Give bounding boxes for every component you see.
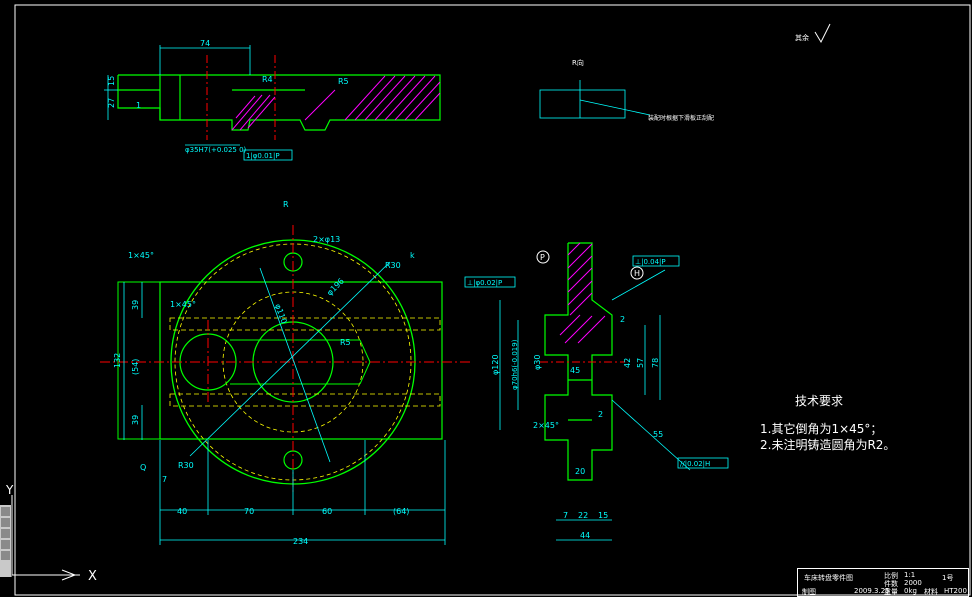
axis-x-label: X [88, 569, 97, 584]
r5-mid: R5 [340, 338, 351, 347]
weight-label: 重量 [884, 588, 898, 596]
dim-7: 7 [162, 475, 167, 484]
r30-top: R30 [385, 261, 401, 270]
dim-64: (64) [393, 507, 409, 516]
dim-57: 57 [636, 358, 645, 368]
r-view-label: R [283, 200, 289, 209]
roughness-symbol-icon [814, 23, 831, 44]
top-centerlines [206, 55, 276, 140]
h-label: H [634, 269, 640, 278]
dim-2x45: 2×45° [533, 421, 559, 430]
axis-y-label: Y [5, 483, 14, 497]
dim-2b: 2 [598, 410, 603, 419]
tol-perp: ⊥|0.04|P [635, 258, 666, 266]
top-section-view [117, 74, 441, 131]
title-block-name: 车床转盘零件图 [804, 574, 853, 582]
h-datum-icon [630, 266, 644, 280]
dim-40: 40 [177, 507, 187, 516]
r30-bottom: R30 [178, 461, 194, 470]
title-block: 车床转盘零件图 比例 1:1 1号 件数 2000 制图 2009.3.25 重… [797, 568, 969, 597]
chamfer-mid: 1×45° [170, 300, 196, 309]
dim-22: 22 [578, 511, 588, 520]
toolbar-button-4[interactable] [1, 540, 10, 549]
material-value: HT200 [944, 587, 967, 595]
drawing-border [14, 4, 971, 596]
dim-20: 20 [575, 467, 585, 476]
r4-label: R4 [262, 75, 273, 84]
right-hatch [559, 242, 606, 344]
dim-15: 15 [107, 76, 116, 86]
main-dim-lines [123, 261, 446, 545]
dim-45: 45 [570, 366, 580, 375]
dim-74: 74 [200, 39, 210, 48]
dim-70h6: φ70h6(-0.019) [511, 339, 519, 390]
chamfer-top: 1×45° [128, 251, 154, 260]
tol-circ: ⊥|φ0.02|P [467, 279, 502, 287]
dim-15b: 15 [598, 511, 608, 520]
note-right: 装配时根据下滑板正刮配 [648, 114, 714, 122]
top-dimensions [104, 45, 651, 161]
roughness-rest: 其余 [795, 33, 809, 42]
dim-27: 27 [107, 98, 116, 108]
k-label: k [410, 251, 415, 260]
material-label: 材料 [924, 588, 938, 596]
dim-1: 1 [136, 101, 141, 110]
count-value: 2000 [904, 579, 922, 587]
tech-req-item2: 2.未注明铸造圆角为R2。 [760, 438, 896, 452]
dim-78: 78 [651, 358, 660, 368]
scale-value: 1:1 [904, 571, 916, 579]
hole-2x13: 2×φ13 [313, 235, 340, 244]
date-value: 2009.3.25 [854, 587, 890, 595]
dim-44: 44 [580, 531, 590, 540]
dim-30: φ30 [533, 355, 542, 370]
dim-234: 234 [293, 537, 308, 546]
toolbar-button-2[interactable] [1, 518, 10, 527]
toolbar-button-3[interactable] [1, 529, 10, 538]
dim-60: 60 [322, 507, 332, 516]
right-section-view [544, 242, 613, 481]
top-hatch [231, 75, 441, 131]
dim-42: 42 [623, 358, 632, 368]
dim-54: (54) [131, 359, 140, 375]
count-label: 件数 [884, 580, 898, 588]
dim-120: φ120 [491, 354, 500, 375]
p-label: P [540, 253, 545, 262]
dim-132: 132 [113, 353, 122, 368]
q-label: Q [140, 463, 146, 472]
tol-par: //|0.02|H [680, 460, 710, 468]
p-datum-icon [536, 250, 550, 264]
dim-70: 70 [244, 507, 254, 516]
dim-55: 55 [653, 430, 663, 439]
dim-7b: 7 [563, 511, 568, 520]
drawn-label: 制图 [802, 588, 816, 596]
tech-req-title: 技术要求 [795, 394, 844, 408]
scale-label: 比例 [884, 572, 898, 580]
r5-top-label: R5 [338, 77, 349, 86]
dim-2a: 2 [620, 315, 625, 324]
toolbar-button-1[interactable] [1, 507, 10, 516]
toolbar-button-5[interactable] [1, 551, 10, 560]
r-dir-label: R向 [572, 58, 584, 67]
ucs-icon [11, 495, 80, 581]
dim-39a: 39 [131, 300, 140, 310]
dia110: φ110 [273, 303, 288, 325]
sheet-number: 1号 [942, 574, 954, 582]
tech-req-item1: 1.其它倒角为1×45°； [760, 422, 883, 436]
right-dim-lines [464, 255, 729, 541]
weight-value: 0kg [904, 587, 917, 595]
tol-box-top: 1|φ0.01|P [246, 152, 280, 160]
dia196: φ196 [325, 277, 346, 298]
dia35-label: φ35H7(+0.025 0) [185, 146, 247, 154]
side-toolbar[interactable] [0, 505, 12, 577]
dim-39b: 39 [131, 415, 140, 425]
